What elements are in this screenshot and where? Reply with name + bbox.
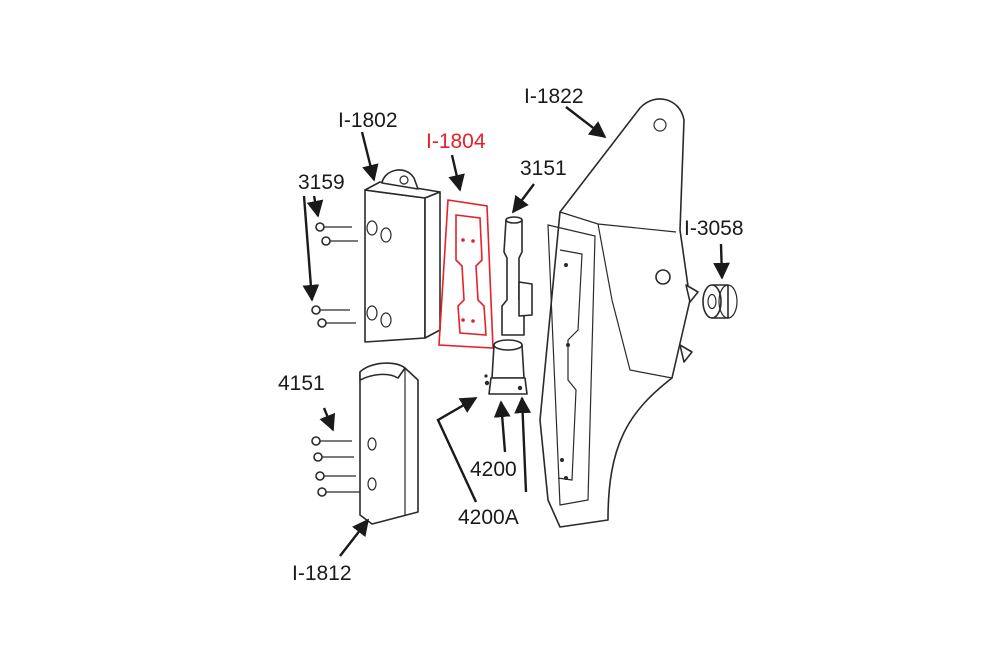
screw bbox=[311, 436, 352, 446]
screw bbox=[317, 487, 360, 497]
arrow-3151 bbox=[511, 183, 535, 214]
arrow-4200a-b bbox=[514, 396, 532, 493]
part-4200 bbox=[484, 374, 523, 391]
label-3151: 3151 bbox=[520, 157, 567, 180]
label-4200a: 4200A bbox=[458, 506, 519, 529]
label-i-1802: I-1802 bbox=[338, 109, 398, 132]
label-3159: 3159 bbox=[298, 171, 345, 194]
screw bbox=[317, 318, 356, 328]
arrow-i-1812 bbox=[339, 518, 370, 557]
label-4200: 4200 bbox=[470, 458, 517, 481]
arrow-i-1804 bbox=[448, 154, 465, 192]
label-4151: 4151 bbox=[278, 372, 325, 395]
arrow-3159-b bbox=[302, 195, 320, 302]
arrow-4200 bbox=[493, 400, 511, 453]
part-i-3058 bbox=[702, 284, 738, 319]
arrow-4200a-a bbox=[436, 396, 478, 503]
part-i-1812 bbox=[359, 362, 419, 525]
part-i-1802 bbox=[364, 169, 441, 343]
arrow-3159-a bbox=[306, 195, 324, 218]
label-i-3058: I-3058 bbox=[684, 217, 744, 240]
leader-arrows bbox=[302, 106, 730, 557]
part-i-1822 bbox=[539, 98, 699, 528]
screw bbox=[315, 471, 356, 481]
screw bbox=[311, 305, 350, 315]
arrow-i-1822 bbox=[565, 106, 607, 139]
arrow-4151 bbox=[319, 407, 336, 432]
label-i-1812: I-1812 bbox=[292, 562, 352, 585]
arrow-i-1802 bbox=[360, 131, 379, 182]
screws-4151 bbox=[311, 436, 360, 497]
part-3151-shaft bbox=[488, 216, 533, 395]
label-i-1804: I-1804 bbox=[426, 130, 486, 153]
screw bbox=[315, 222, 352, 232]
screw bbox=[313, 452, 354, 462]
screws-3159 bbox=[311, 222, 358, 328]
label-i-1822: I-1822 bbox=[524, 85, 584, 108]
arrow-i-3058 bbox=[713, 243, 730, 280]
part-i-1804 bbox=[438, 199, 494, 349]
screw bbox=[321, 236, 358, 246]
